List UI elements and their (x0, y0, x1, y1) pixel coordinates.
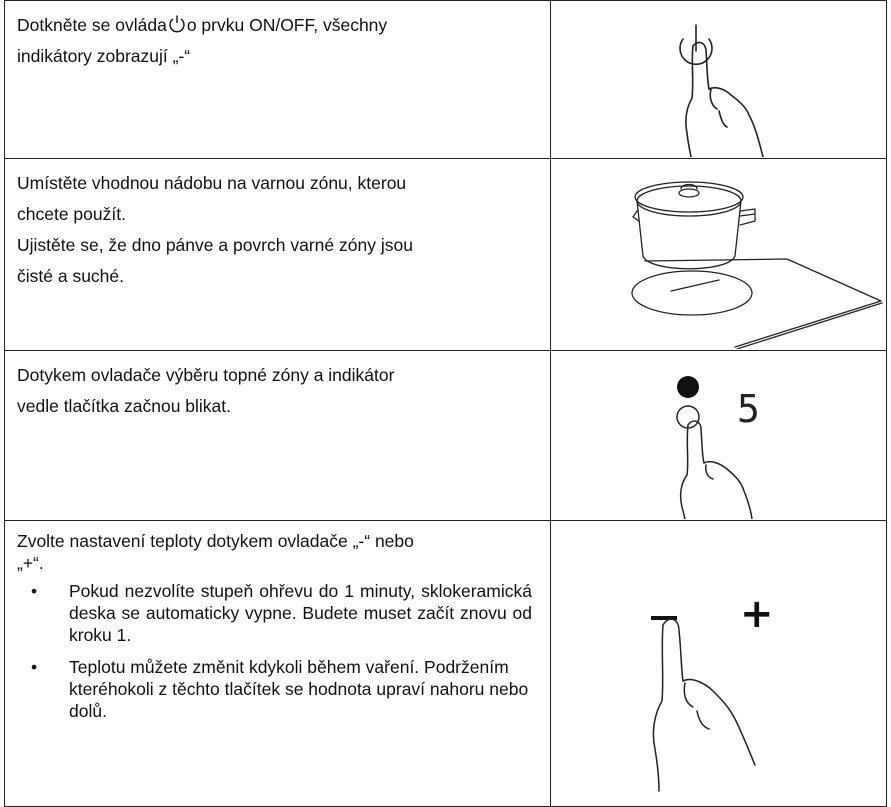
pot-lid (634, 181, 744, 213)
step-4-bullet-list: • Pokud nezvolíte stupeň ohřevu do 1 minu… (17, 580, 532, 722)
zone-select-illustration: 5 (676, 376, 760, 519)
step-1-illustration-cell (550, 0, 887, 159)
step-1-line-1-end: o prvku ON/OFF, všechny (186, 15, 388, 35)
step-1-line-1-start: Dotkněte se ovláda (17, 15, 167, 35)
instructions-table: Dotkněte se ovláda o prvku ON/OFF, všechn… (4, 0, 887, 807)
bullet-marker: • (31, 581, 38, 601)
step-2-line-4: čisté a suché. (17, 266, 124, 286)
step-row-4: Zvolte nastavení teploty dotykem ovladač… (4, 520, 887, 807)
step-2-illustration-cell (550, 158, 887, 351)
cooktop-outline (644, 258, 882, 348)
step-1-text-cell: Dotkněte se ovláda o prvku ON/OFF, všechn… (4, 0, 551, 159)
power-icon (169, 15, 185, 33)
step-row-2: Umístěte vhodnou nádobu na varnou zónu, … (4, 158, 887, 351)
finger-on-power-button-illustration (679, 24, 764, 157)
step-1-line-1: Dotkněte se ovláda o prvku ON/OFF, všechn… (17, 10, 532, 41)
pot-lid-knob (678, 188, 700, 198)
display-digit: 5 (737, 387, 760, 431)
cooking-zone (631, 270, 753, 316)
step-4-intro-line-2: „+“. (17, 553, 44, 573)
power-symbol-arc (679, 38, 713, 66)
bullet-marker: • (31, 657, 38, 677)
step-4-illustration-cell: + (550, 520, 887, 807)
step-3-line-1: Dotykem ovladače výběru topné zóny a ind… (17, 365, 395, 385)
step-4-intro-line-1: Zvolte nastavení teploty dotykem ovladač… (17, 531, 414, 551)
plus-icon: + (740, 591, 774, 637)
step-2-line-2: chcete použít. (17, 204, 126, 224)
pot-handle (739, 208, 756, 226)
step-2-line-3: Ujistěte se, že dno pánve a povrch varné… (17, 235, 413, 255)
indicator-dot-filled (677, 376, 699, 398)
step-3-line-2: vedle tlačítka začnou blikat. (17, 396, 232, 416)
bullet-1-text: Pokud nezvolíte stupeň ohřevu do 1 minut… (69, 581, 532, 645)
step-3-illustration-cell: 5 (550, 350, 887, 521)
step-row-1: Dotkněte se ovláda o prvku ON/OFF, všechn… (4, 0, 887, 159)
step-3-text-cell: Dotykem ovladače výběru topné zóny a ind… (4, 350, 551, 521)
step-4-text-cell: Zvolte nastavení teploty dotykem ovladač… (4, 520, 551, 807)
step-2-text-cell: Umístěte vhodnou nádobu na varnou zónu, … (4, 158, 551, 351)
step-2-line-1: Umístěte vhodnou nádobu na varnou zónu, … (17, 173, 407, 193)
step-row-3: Dotykem ovladače výběru topné zóny a ind… (4, 350, 887, 521)
step-1-line-2: indikátory zobrazují „-“ (17, 46, 191, 66)
minus-plus-illustration: + (651, 591, 774, 792)
step-4-bullet-2: • Teplotu můžete změnit kdykoli během vař… (17, 656, 532, 722)
bullet-2-text: Teplotu můžete změnit kdykoli během vaře… (69, 657, 529, 721)
step-4-bullet-1: • Pokud nezvolíte stupeň ohřevu do 1 minu… (17, 580, 532, 646)
pot-on-cooktop-illustration (631, 181, 883, 349)
